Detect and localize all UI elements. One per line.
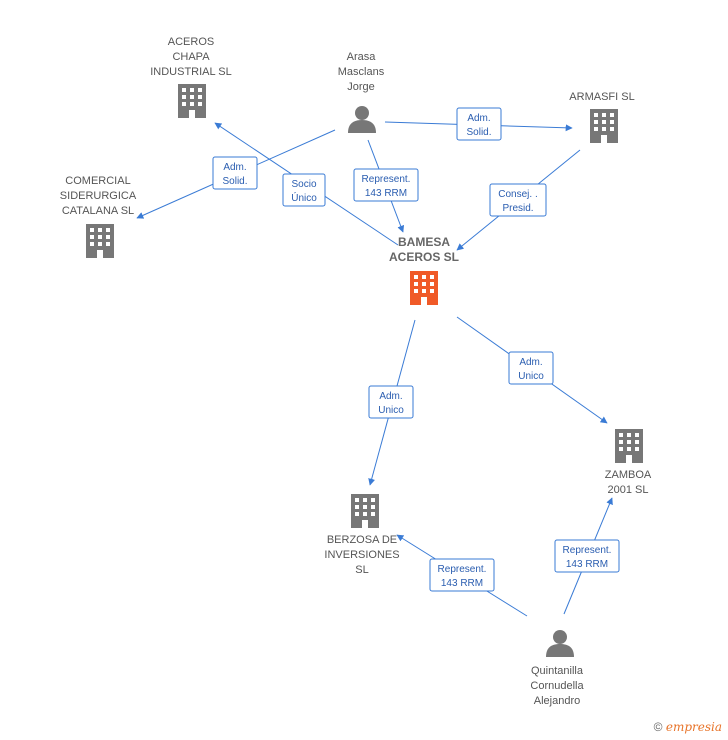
edge-label-text: Único [291, 191, 317, 204]
node-label: CATALANA SL [62, 205, 134, 217]
node-label: INDUSTRIAL SL [150, 66, 232, 78]
node-label: BERZOSA DE [327, 534, 397, 546]
node-aceros-chapa[interactable]: ACEROS CHAPA INDUSTRIAL SL [150, 36, 232, 118]
building-icon [590, 109, 618, 143]
node-label: ACEROS SL [389, 250, 459, 264]
footer-brand: © empresia [654, 720, 722, 734]
edge-label-e9: Represent. 143 RRM [554, 539, 620, 573]
edge-label-text: Represent. [438, 564, 487, 575]
node-label: SL [355, 564, 368, 576]
edge-label-text: 143 RRM [566, 559, 608, 570]
edge-label-e3: Socio Único [282, 173, 326, 207]
edge-label-text: Socio [291, 179, 316, 190]
edge-label-text: Represent. [362, 174, 411, 185]
brand-logo: empresia [665, 720, 722, 734]
node-label: Arasa [347, 51, 377, 63]
edge-label-text: Unico [378, 405, 404, 416]
edge-label-e2: Adm. Solid. [456, 107, 502, 141]
edge-label-e6: Adm. Unico [368, 385, 414, 419]
node-zamboa[interactable]: ZAMBOA 2001 SL [605, 429, 652, 496]
edge-label-e8: Represent. 143 RRM [429, 558, 495, 592]
node-label: Cornudella [530, 680, 584, 692]
person-icon [348, 106, 376, 133]
edge-label-text: Solid. [222, 176, 247, 187]
edge-label-e4: Represent. 143 RRM [353, 168, 419, 202]
edge-label-text: Solid. [466, 127, 491, 138]
node-arasa[interactable]: Arasa Masclans Jorge [338, 51, 385, 133]
copyright-symbol: © [653, 720, 663, 734]
node-label: BAMESA [398, 235, 450, 249]
node-label: Jorge [347, 81, 375, 93]
node-label: ZAMBOA [605, 469, 652, 481]
edge-label-text: 143 RRM [441, 578, 483, 589]
node-quintanilla[interactable]: Quintanilla Cornudella Alejandro [530, 630, 584, 707]
node-label: SIDERURGICA [60, 190, 137, 202]
edge-label-text: Consej. . [498, 189, 537, 200]
node-label: 2001 SL [608, 484, 649, 496]
edge-label-e5: Consej. . Presid. [489, 183, 547, 217]
node-label: COMERCIAL [65, 175, 130, 187]
building-icon [615, 429, 643, 463]
edge-label-text: Adm. [223, 162, 246, 173]
edge-label-text: Adm. [467, 113, 490, 124]
node-berzosa[interactable]: BERZOSA DE INVERSIONES SL [324, 494, 400, 576]
node-comercial[interactable]: COMERCIAL SIDERURGICA CATALANA SL [60, 175, 137, 258]
building-icon [178, 84, 206, 118]
node-label: ACEROS [168, 36, 214, 48]
node-label: Masclans [338, 66, 385, 78]
node-label: Quintanilla [531, 665, 584, 677]
building-icon [410, 271, 438, 305]
edge-label-e1: Adm. Solid. [212, 156, 258, 190]
building-icon [86, 224, 114, 258]
edge-label-text: Adm. [519, 357, 542, 368]
node-label: INVERSIONES [324, 549, 399, 561]
node-label: ARMASFI SL [569, 91, 634, 103]
node-bamesa[interactable]: BAMESA ACEROS SL [389, 235, 459, 305]
node-armasfi[interactable]: ARMASFI SL [569, 91, 635, 143]
node-label: CHAPA [172, 51, 210, 63]
edge-label-e7: Adm. Unico [508, 351, 554, 385]
edge-label-text: 143 RRM [365, 188, 407, 199]
edge-label-text: Presid. [502, 203, 533, 214]
edge-label-text: Adm. [379, 391, 402, 402]
person-icon [546, 630, 574, 657]
edge-label-text: Unico [518, 371, 544, 382]
edge-label-text: Represent. [563, 545, 612, 556]
node-label: Alejandro [534, 695, 580, 707]
building-icon [351, 494, 379, 528]
